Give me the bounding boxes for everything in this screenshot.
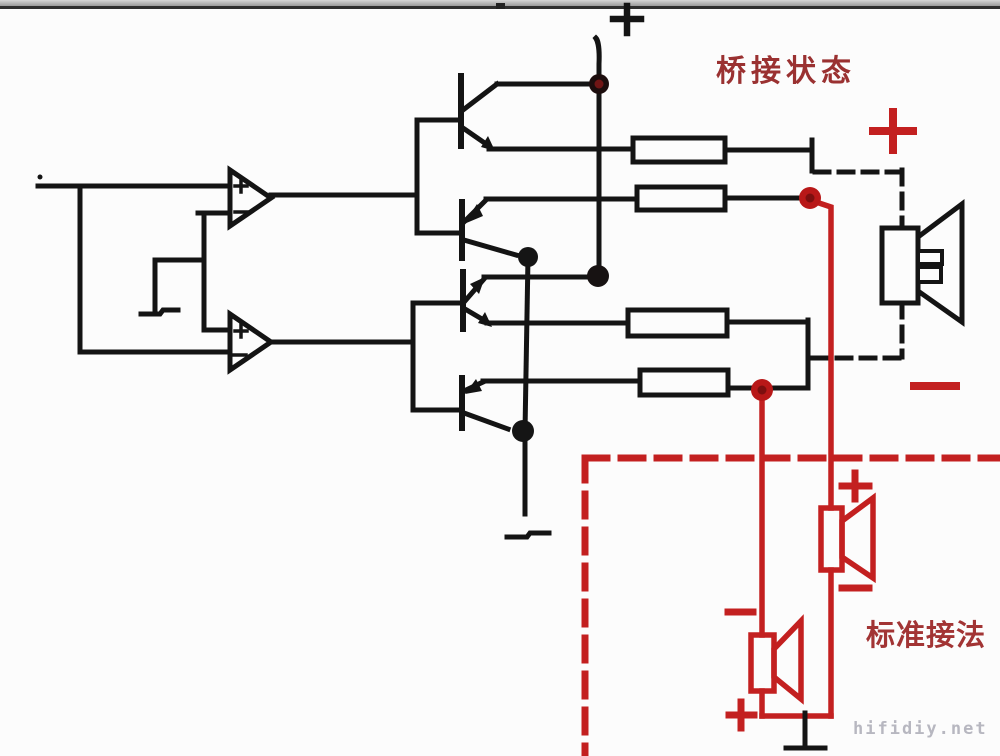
output-node-wiring [722, 137, 824, 391]
driver-wiring [410, 117, 465, 413]
emitter-resistors [625, 135, 731, 398]
junction-dot-red-upper-core [805, 193, 815, 203]
resistor-r3 [625, 307, 730, 339]
bridged-speaker-coil-1 [916, 249, 944, 266]
junction-dot-mid-lower [512, 420, 534, 442]
junction-dot-vplus-q3 [587, 265, 609, 287]
speaker2-horn [771, 614, 804, 705]
junction-dots-red [751, 187, 821, 401]
speaker2-plus-icon [725, 698, 758, 732]
speaker1-body [818, 505, 845, 573]
resistor-r4 [637, 367, 731, 398]
speaker1-horn [839, 492, 876, 584]
speaker2-body [748, 632, 777, 694]
bridge-dashed-path [812, 167, 905, 361]
speaker-standard-1 [818, 469, 876, 719]
junction-dot-vplus-q1-core [594, 79, 604, 89]
title-bar-notch [496, 3, 505, 9]
junction-dot-red-lower-core [757, 385, 767, 395]
supply-plus-icon [609, 2, 645, 37]
ground-bar-icon [138, 307, 181, 317]
speaker-standard-2 [724, 608, 804, 732]
input-network [35, 174, 233, 355]
mid-rail-upper [522, 254, 531, 434]
speaker1-plus-icon [838, 469, 873, 503]
transistor-q3 [460, 269, 631, 332]
opamp-1 [227, 165, 420, 231]
junction-dots-black [512, 74, 609, 442]
q3-collector-arrow-icon [470, 277, 485, 294]
bridge-plus-icon [869, 108, 917, 154]
opamp1-plus-icon [233, 178, 249, 194]
standard-connection-red [581, 108, 1000, 756]
bridged-speaker-coil-2 [916, 265, 943, 284]
transistor-q2 [459, 196, 640, 261]
opamp2-triangle [227, 309, 276, 375]
opamp-2 [227, 309, 416, 375]
bridge-mode-label: 桥接状态 [716, 55, 856, 88]
red-wire-upper-output [806, 196, 834, 511]
standard-ground [783, 710, 828, 751]
opamp1-triangle [227, 165, 276, 231]
transistor-q4 [459, 375, 643, 433]
vplus-rail-wire [592, 34, 602, 278]
q1-collector-diag [459, 80, 501, 114]
window-title-bar [0, 0, 1000, 9]
q4-emitter-arrow-icon [465, 379, 482, 394]
supply-rail [504, 2, 645, 540]
opamp2-plus-icon [233, 323, 249, 339]
bridged-speaker-body [879, 225, 921, 306]
standard-dashed-box [581, 454, 1000, 756]
junction-dot-mid-upper [518, 247, 538, 267]
resistor-r2 [634, 184, 728, 213]
speaker-bridged [879, 199, 965, 327]
resistor-r1 [630, 135, 728, 165]
watermark-text: hifidiy.net [853, 719, 988, 739]
q2-collector-diag [460, 236, 520, 259]
q2-emitter-arrow-icon [464, 204, 483, 224]
q4-collector-diag [460, 409, 512, 433]
transistor-q1 [458, 73, 636, 152]
standard-mode-label: 标准接法 [866, 620, 987, 652]
input-dot [37, 174, 43, 180]
mid-ground-bar-icon [504, 530, 552, 540]
